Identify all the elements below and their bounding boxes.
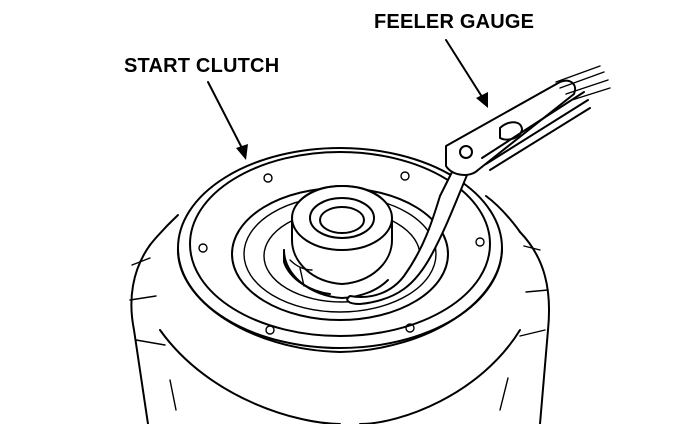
callout-leaders: [207, 39, 488, 160]
outer-flange: [176, 147, 503, 353]
bolt-holes: [198, 171, 485, 335]
feeler-gauge-label: FEELER GAUGE: [374, 11, 535, 33]
feeler-gauge: [346, 65, 611, 305]
center-hub: [283, 185, 393, 299]
clutch-housing: [129, 195, 551, 424]
start-clutch-label: START CLUTCH: [124, 55, 280, 77]
